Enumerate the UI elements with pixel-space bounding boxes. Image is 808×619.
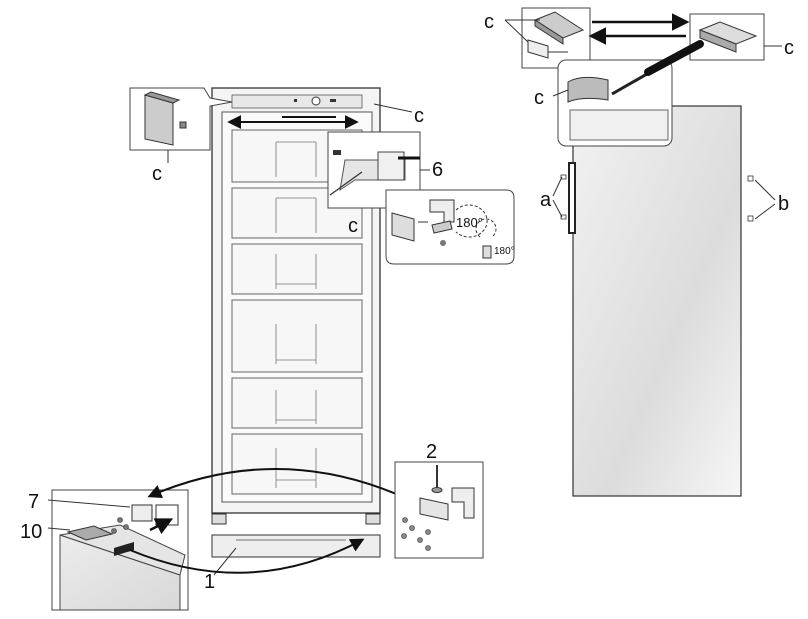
door-panel: [552, 105, 776, 497]
leader-1: [213, 547, 237, 576]
inset-cover-right: [689, 13, 782, 61]
callout-left-cover: [129, 87, 233, 163]
inset-bottom-right: [394, 461, 484, 559]
inset-bottom-left: [47, 489, 189, 611]
inset-screwdriver: [552, 40, 704, 147]
label-c-tr1: c: [484, 11, 494, 33]
label-c-tr2: c: [784, 37, 794, 59]
label-6: 6: [432, 159, 443, 181]
callout-hinge-6: [327, 131, 430, 209]
label-180-b: 180°: [494, 246, 515, 257]
label-180-a: 180°: [456, 215, 483, 230]
label-2: 2: [426, 441, 437, 463]
hinge-swap-arrows: [129, 467, 413, 574]
label-c-tr3: c: [534, 87, 544, 109]
label-b: b: [778, 193, 789, 215]
cover-swap-arrows: [588, 13, 690, 45]
label-7: 7: [28, 491, 39, 513]
label-10: 10: [20, 521, 42, 543]
leader-c-top: [373, 103, 413, 113]
label-c-hinge: c: [348, 215, 358, 237]
callout-hinge-rotate: [385, 189, 515, 265]
inset-cover-left: [504, 7, 591, 69]
top-cover-swap-arrow: [227, 115, 359, 129]
label-c-left: c: [152, 163, 162, 185]
label-c-center: c: [414, 105, 424, 127]
label-a: a: [540, 189, 552, 211]
label-1: 1: [204, 571, 215, 593]
